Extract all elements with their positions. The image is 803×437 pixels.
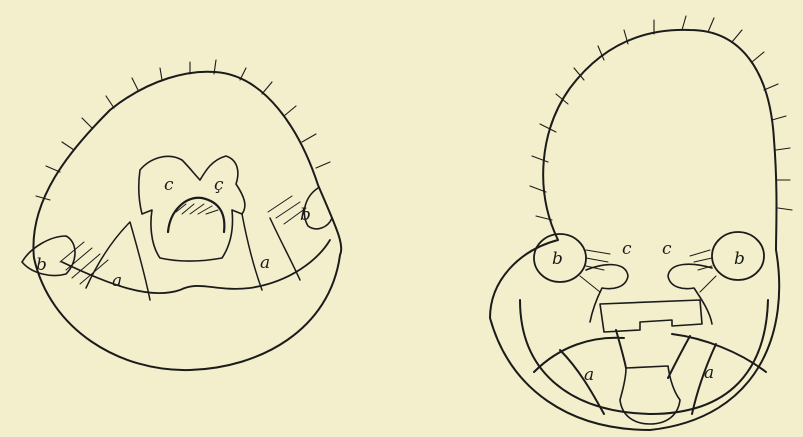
left-label-a1: a — [112, 271, 122, 291]
left-label-a2: a — [260, 253, 270, 273]
right-setae — [530, 16, 792, 220]
left-label-c2: ç — [214, 175, 224, 195]
right-label-c2: c — [662, 239, 672, 259]
left-central-arch — [168, 198, 224, 232]
right-inner-bowl — [520, 300, 768, 414]
left-plate-a-right — [242, 214, 300, 290]
left-label-c1: c — [164, 175, 174, 195]
right-label-b1: b — [552, 249, 563, 269]
right-label-b2: b — [734, 249, 745, 269]
right-hook-c-right — [668, 264, 712, 324]
left-central-process — [139, 156, 245, 261]
right-fine-lines — [580, 250, 716, 292]
right-figure: a a b b c c — [490, 16, 792, 430]
right-label-a1: a — [584, 365, 594, 385]
right-central-lobe — [620, 366, 680, 424]
right-outer-outline — [490, 30, 779, 430]
right-hook-c-left — [586, 265, 628, 322]
left-outer-outline — [33, 72, 341, 370]
right-central-plate — [600, 300, 702, 332]
left-figure: a a b b c ç — [22, 60, 341, 370]
left-label-b1: b — [36, 255, 47, 275]
left-inner-rim — [62, 240, 330, 293]
right-plate-a-right — [668, 334, 766, 414]
right-label-c1: c — [622, 239, 632, 259]
left-setae — [36, 60, 330, 200]
left-central-hatch — [176, 204, 218, 214]
right-label-a2: a — [704, 363, 714, 383]
left-label-b2: b — [300, 205, 311, 225]
